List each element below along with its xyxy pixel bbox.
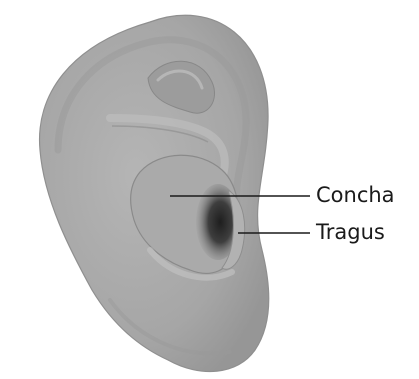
tragus-label: Tragus (316, 222, 385, 243)
concha-label: Concha (316, 185, 395, 206)
